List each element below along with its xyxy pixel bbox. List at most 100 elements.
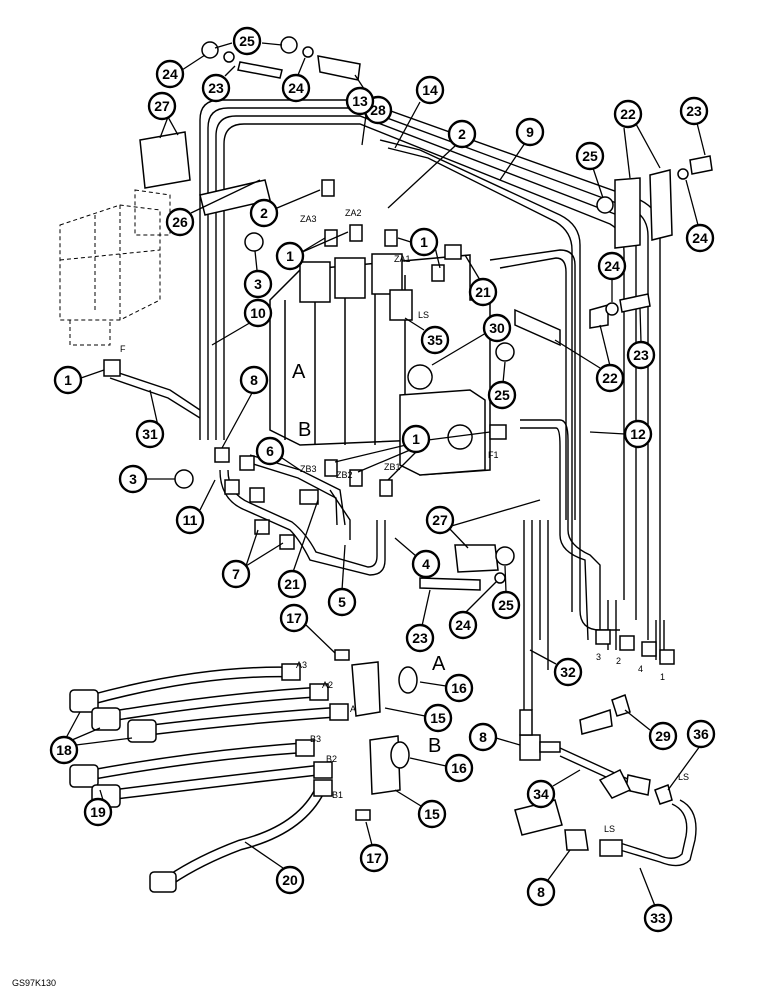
flanges: A B: [334, 649, 446, 821]
callout-6: [255, 436, 285, 466]
callout-36-label: 36: [693, 726, 709, 742]
callout-2-b: [249, 198, 279, 228]
port-label-b2: B2: [326, 754, 337, 764]
callout-21-b: [277, 569, 307, 599]
callout-1-a-label: 1: [286, 248, 294, 264]
callout-27-a: [147, 91, 177, 121]
callout-27-b: [425, 505, 455, 535]
port-label-a3: A3: [296, 660, 307, 670]
callout-15-b-label: 15: [424, 806, 440, 822]
port-label-ls-pipe: LS: [604, 824, 615, 834]
callout-13: [345, 86, 375, 116]
port-label-za3: ZA3: [300, 214, 317, 224]
callout-24-c: [685, 223, 715, 253]
section-letter-a: A: [432, 653, 446, 675]
callout-23-a: [201, 73, 231, 103]
callout-22-a-label: 22: [620, 106, 636, 122]
callout-17-a-label: 17: [286, 610, 302, 626]
port-label-f1: F1: [488, 450, 499, 460]
callout-7: [221, 559, 251, 589]
callout-27-a-label: 27: [154, 98, 170, 114]
callout-24-d-label: 24: [604, 258, 620, 274]
callout-14-label: 14: [422, 82, 438, 98]
callout-8-c-label: 8: [537, 884, 545, 900]
callout-14: [415, 75, 445, 105]
callout-11-label: 11: [183, 512, 198, 528]
control-valve-block: A B LS: [269, 253, 491, 476]
callout-24-b-label: 24: [288, 80, 304, 96]
callout-1-c-label: 1: [64, 372, 72, 388]
callout-9: [515, 117, 545, 147]
callout-21-b-label: 21: [284, 576, 300, 592]
callout-20: [275, 865, 305, 895]
valve-letter-a: A: [292, 361, 306, 383]
callout-2-a: [447, 119, 477, 149]
callout-16-a-label: 16: [451, 680, 467, 696]
figure-code: GS97K130: [12, 978, 56, 988]
callout-8-c: [526, 877, 556, 907]
callout-16-b-label: 16: [451, 760, 467, 776]
callout-10-label: 10: [250, 305, 266, 321]
port-label-b3: B3: [310, 734, 321, 744]
callout-30-label: 30: [489, 320, 505, 336]
callout-18: [49, 735, 79, 765]
callout-3-a: [243, 269, 273, 299]
callout-21-a-label: 21: [475, 284, 491, 300]
callout-27-b-label: 27: [432, 512, 448, 528]
port-label-za2: ZA2: [345, 208, 362, 218]
callout-31-label: 31: [142, 426, 158, 442]
port-label-zb2: ZB2: [336, 470, 353, 480]
callout-1-d-label: 1: [412, 431, 420, 447]
callout-9-label: 9: [526, 124, 534, 140]
callout-17-b-label: 17: [366, 850, 382, 866]
callout-29: [648, 721, 678, 751]
port-label-zb3: ZB3: [300, 464, 317, 474]
callout-34-label: 34: [533, 786, 549, 802]
callout-4-label: 4: [422, 556, 430, 572]
callout-1-a: [275, 241, 305, 271]
callout-1-b: [409, 227, 439, 257]
fittings: ZA3 ZA2 ZA1 ZB3 ZB2 ZB1 F F1: [103, 179, 507, 550]
hardware: [174, 36, 713, 591]
callout-28-label: 28: [370, 102, 386, 118]
callout-17-b: [359, 843, 389, 873]
callout-16-b: [444, 753, 474, 783]
callout-23-b-label: 23: [686, 103, 702, 119]
callout-33-label: 33: [650, 910, 666, 926]
hoses: A3 A2 A1 B3 B2 B1: [69, 660, 361, 893]
callout-15-a: [423, 703, 453, 733]
callout-24-a: [155, 59, 185, 89]
pipe-end-label-3: 3: [596, 652, 601, 662]
callout-25-b: [575, 141, 605, 171]
callout-25-top: [232, 26, 262, 56]
callout-8-a-label: 8: [250, 372, 258, 388]
callout-18-label: 18: [56, 742, 72, 758]
callout-26: [165, 207, 195, 237]
callout-30: [482, 313, 512, 343]
callout-4: [411, 549, 441, 579]
valve-letter-b: B: [298, 419, 311, 441]
callout-32-label: 32: [560, 664, 576, 680]
callout-23-c-label: 23: [633, 347, 649, 363]
pipe-end-label-4: 4: [638, 664, 643, 674]
callout-35: [420, 325, 450, 355]
callout-21-a: [468, 277, 498, 307]
callout-11: [175, 505, 205, 535]
callout-12: [623, 419, 653, 449]
lower-right-parts: LS LS: [514, 694, 697, 867]
callout-29-label: 29: [655, 728, 671, 744]
callout-24-c-label: 24: [692, 230, 708, 246]
callout-24-b: [281, 73, 311, 103]
callout-22-b: [595, 363, 625, 393]
pipe-end-label-2: 2: [616, 656, 621, 666]
callout-23-b: [679, 96, 709, 126]
callout-3-b: [118, 464, 148, 494]
callout-24-a-label: 24: [162, 66, 178, 82]
callout-1-d: [401, 424, 431, 454]
port-label-za1: ZA1: [394, 254, 411, 264]
callout-24-d: [597, 251, 627, 281]
callout-23-c: [626, 340, 656, 370]
section-letter-b: B: [428, 735, 441, 757]
ghost-valve-block: [59, 189, 171, 346]
callout-13-label: 13: [352, 93, 368, 109]
